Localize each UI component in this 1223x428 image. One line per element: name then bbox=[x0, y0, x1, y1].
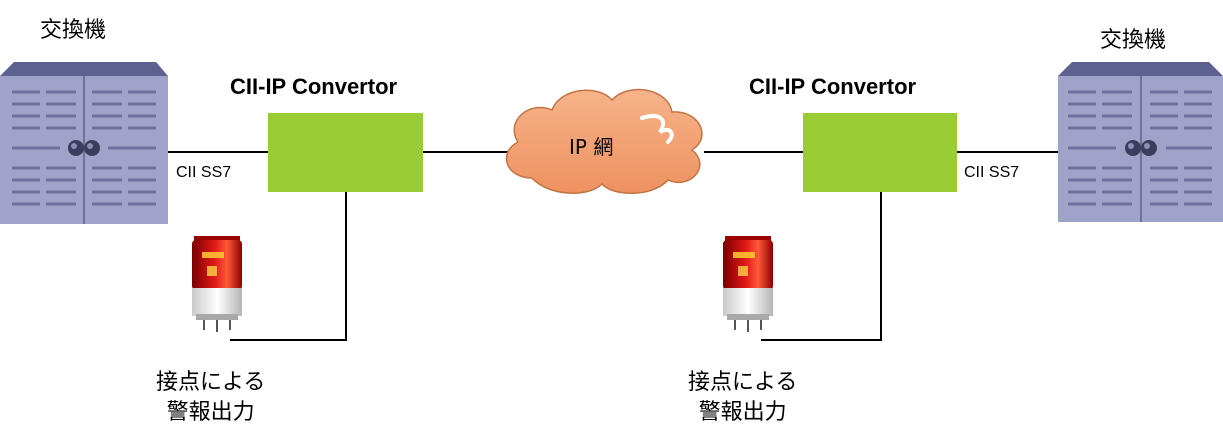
left-switch-label: 交換機 bbox=[40, 18, 107, 43]
right-converter-box bbox=[803, 113, 957, 192]
right-alarm-label-line1: 接点による bbox=[688, 370, 798, 395]
right-alarm-label: 接点による 警報出力 bbox=[688, 368, 797, 428]
left-converter-title: CII-IP Convertor bbox=[230, 74, 398, 99]
left-alarm-label-line2: 警報出力 bbox=[166, 400, 255, 425]
right-switch-label: 交換機 bbox=[1100, 28, 1167, 53]
left-alarm-label: 接点による 警報出力 bbox=[156, 368, 265, 428]
left-alarm-wire bbox=[230, 192, 347, 341]
right-converter-title: CII-IP Convertor bbox=[749, 74, 917, 99]
ip-network-cloud-icon bbox=[505, 88, 703, 194]
right-alarm-lamp-icon bbox=[723, 236, 773, 332]
right-alarm-wire bbox=[761, 192, 882, 341]
right-switch-icon bbox=[1058, 62, 1223, 222]
left-switch-icon bbox=[0, 62, 168, 224]
left-link-label: CII SS7 bbox=[176, 164, 232, 181]
left-alarm-lamp-icon bbox=[192, 236, 242, 332]
left-converter-box bbox=[268, 113, 423, 192]
left-alarm-label-line1: 接点による bbox=[156, 370, 266, 395]
connection-lines bbox=[168, 151, 1058, 341]
right-link-label: CII SS7 bbox=[964, 164, 1020, 181]
network-label: IP 網 bbox=[569, 135, 614, 159]
right-alarm-label-line2: 警報出力 bbox=[698, 400, 787, 425]
